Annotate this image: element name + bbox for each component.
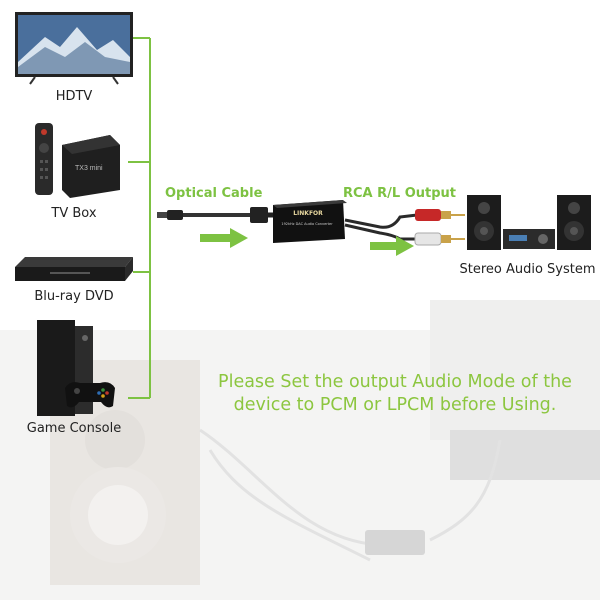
rca-red-plug-icon [415,209,441,221]
source-label-game-console: Game Console [15,421,133,436]
rca-white-plug-icon [415,233,441,245]
bluray-player-icon [15,255,133,285]
svg-text:TX3 mini: TX3 mini [75,165,103,172]
converter-model: 192kHz DAC Audio Converter [272,222,342,226]
source-label-tv-box: TV Box [15,206,133,221]
input-arrow-icon [200,228,248,248]
tv-box-icon: TX3 mini [30,120,125,200]
tv-icon [15,12,133,87]
source-label-bluray: Blu-ray DVD [15,289,133,304]
output-arrow-icon [370,236,414,256]
converter-brand: LINKFOR [276,210,340,217]
game-console-icon [35,318,115,418]
pcm-instruction-note: Please Set the output Audio Mode of the … [195,371,595,417]
source-label-hdtv: HDTV [15,89,133,104]
destination-label: Stereo Audio System [455,262,600,277]
stereo-system-icon [465,193,593,253]
